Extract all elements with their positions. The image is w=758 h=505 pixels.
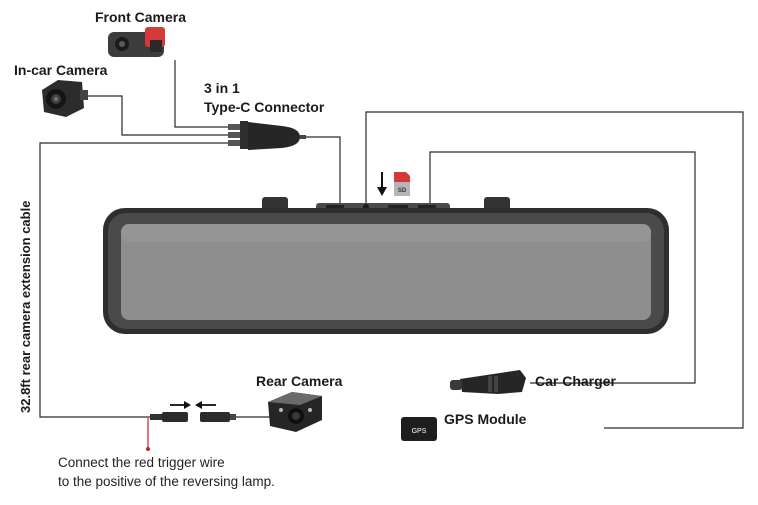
front-camera-cable [174, 60, 240, 128]
sd-card-label: SD [398, 188, 407, 194]
front-camera-device [108, 27, 165, 57]
front-camera-label: Front Camera [95, 9, 187, 25]
connector-label-line1: 3 in 1 [204, 80, 240, 96]
rear-camera-device [268, 392, 322, 432]
car-charger-device [450, 370, 526, 394]
gps-module-device: GPS [401, 417, 437, 441]
incar-camera-label: In-car Camera [14, 62, 108, 78]
car-charger-label: Car Charger [535, 373, 616, 389]
trigger-note-line2: to the positive of the reversing lamp. [58, 474, 275, 489]
connector-to-mirror-cable [298, 136, 341, 205]
rear-camera-label: Rear Camera [256, 373, 343, 389]
type-c-connector [228, 121, 306, 150]
incar-camera-cable [87, 95, 240, 136]
car-charger-cable [365, 111, 744, 429]
wiring-lines [39, 60, 744, 429]
trigger-note-line1: Connect the red trigger wire [58, 455, 225, 470]
connector-label-line2: Type-C Connector [204, 99, 325, 115]
mirror-device [103, 197, 669, 334]
connect-arrows-icon [170, 401, 216, 409]
gps-module-label: GPS Module [444, 411, 527, 427]
sd-card-icon: SD [394, 172, 410, 196]
insert-arrow-icon [377, 172, 387, 196]
extension-cable-label: 32.8ft rear camera extension cable [18, 200, 33, 413]
red-trigger-wire [146, 418, 150, 451]
gps-cable [429, 151, 696, 384]
incar-camera-device [42, 80, 88, 117]
gps-badge-text: GPS [412, 428, 427, 435]
rear-cable-connector [150, 412, 236, 422]
rear-extension-cable [39, 142, 240, 418]
